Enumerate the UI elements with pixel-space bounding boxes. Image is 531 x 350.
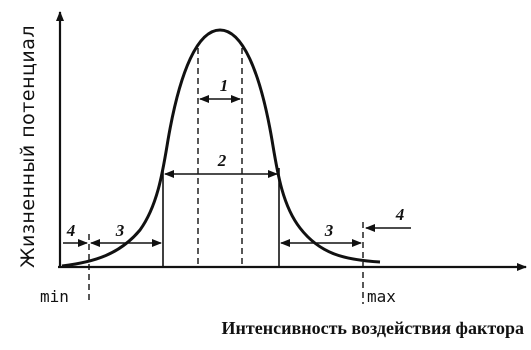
limit-left-label: 4 [66,221,76,240]
limit-right-label: 4 [395,205,405,224]
min-label: min [40,287,69,306]
pessimum-right-label: 3 [324,221,334,240]
tolerance-curve [61,28,381,268]
x-axis-label: Интенсивность воздействия фактора [222,318,524,338]
optimum-zone-label: 1 [220,76,229,95]
normal-zone-label: 2 [217,151,227,170]
pessimum-left-label: 3 [115,221,125,240]
y-axis-label: Жизненный потенциал [17,25,39,268]
max-label: max [367,287,396,306]
